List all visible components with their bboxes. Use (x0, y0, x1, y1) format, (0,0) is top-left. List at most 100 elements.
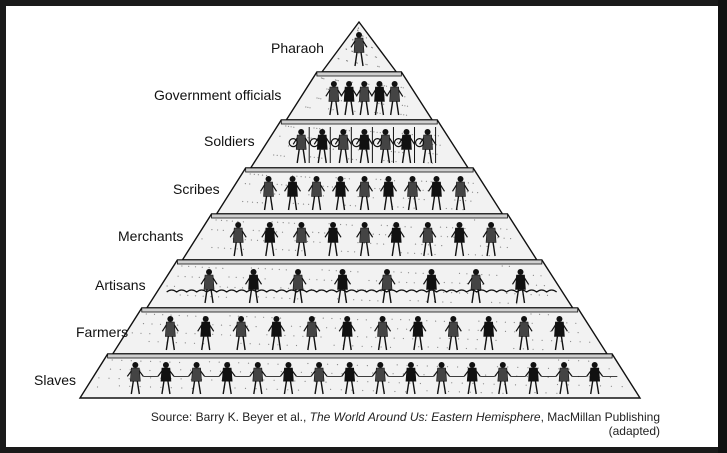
stone-texture (532, 339, 534, 341)
stone-texture (400, 271, 402, 273)
stone-texture (530, 313, 532, 315)
scribe-figure-icon (356, 176, 374, 211)
stone-texture (465, 200, 467, 202)
official-figure-icon (340, 81, 358, 116)
stone-texture (310, 156, 312, 158)
stone-texture (309, 176, 311, 178)
stone-texture (310, 137, 312, 139)
slave-figure-icon (586, 362, 618, 395)
slave-figure-icon (555, 362, 587, 395)
stone-texture (547, 376, 549, 378)
stone-texture (280, 371, 282, 373)
stone-texture (377, 65, 379, 67)
stone-texture (351, 389, 353, 391)
stone-texture (234, 387, 236, 389)
stone-texture (190, 369, 192, 371)
stone-texture (370, 327, 372, 329)
stone-texture (537, 367, 539, 369)
stone-texture (493, 383, 495, 385)
stone-texture (209, 370, 212, 372)
stone-texture (159, 361, 161, 363)
stone-texture (253, 173, 255, 175)
stone-texture (211, 246, 213, 249)
stone-texture (407, 252, 409, 254)
slave-figure-icon (463, 362, 495, 395)
stone-texture (331, 372, 333, 374)
stone-texture (157, 341, 159, 343)
stone-texture (118, 385, 120, 387)
stone-texture (411, 134, 413, 136)
stone-texture (371, 346, 373, 348)
stone-texture (446, 226, 448, 228)
stone-texture (307, 362, 309, 365)
label-slaves: Slaves (34, 372, 77, 388)
stone-texture (451, 282, 453, 284)
official-figure-icon (355, 81, 373, 116)
stone-texture (238, 362, 240, 364)
stone-texture (608, 368, 610, 370)
stone-texture (219, 286, 221, 288)
stone-texture (413, 207, 415, 209)
stone-texture (287, 287, 290, 289)
stone-texture (525, 384, 527, 386)
farmer-figure-icon (197, 316, 215, 351)
stone-texture (412, 338, 414, 340)
stone-texture (531, 322, 533, 324)
tier-shelf (316, 71, 402, 77)
slave-figure-icon (494, 362, 526, 395)
farmer-figure-icon (232, 316, 250, 351)
stone-texture (229, 334, 232, 336)
stone-texture (247, 201, 249, 203)
stone-texture (514, 331, 516, 333)
stone-texture (212, 333, 214, 335)
farmer-figure-icon (267, 316, 285, 351)
slave-figure-icon (188, 362, 220, 395)
stone-texture (506, 228, 508, 230)
label-government-officials: Government officials (154, 87, 282, 103)
stone-texture (193, 342, 196, 344)
stone-texture (468, 329, 470, 331)
stone-texture (558, 368, 560, 370)
stone-texture (458, 272, 461, 274)
stone-texture (321, 269, 323, 271)
stone-texture (318, 232, 320, 234)
soldier-figure-icon (330, 127, 352, 164)
stone-texture (149, 333, 151, 335)
stone-texture (290, 126, 292, 128)
stone-texture (215, 219, 217, 221)
stone-texture (250, 239, 252, 241)
stone-texture (400, 113, 402, 115)
stone-texture (503, 237, 505, 239)
stone-texture (417, 300, 419, 302)
stone-texture (409, 382, 411, 384)
stone-texture (226, 286, 229, 288)
stone-texture (278, 268, 280, 271)
stone-texture (297, 203, 299, 205)
stone-texture (371, 46, 373, 49)
stone-texture (501, 265, 503, 267)
stone-texture (439, 226, 442, 228)
stone-texture (319, 128, 321, 130)
stone-texture (173, 285, 176, 287)
stone-texture (378, 102, 380, 105)
stone-texture (380, 179, 382, 181)
stone-texture (451, 208, 453, 210)
stone-texture (285, 184, 287, 186)
stone-texture (547, 367, 550, 369)
stone-texture (279, 135, 281, 137)
stone-texture (475, 348, 477, 350)
stone-texture (621, 386, 623, 388)
stone-texture (394, 151, 396, 153)
stone-texture (323, 78, 325, 80)
slave-figure-icon (249, 362, 281, 395)
stone-texture (469, 391, 471, 393)
stone-texture (242, 277, 244, 279)
stone-texture (201, 266, 203, 268)
stone-texture (188, 265, 190, 267)
stone-texture (339, 318, 341, 320)
stone-texture (247, 362, 250, 364)
stone-texture (383, 159, 385, 162)
stone-texture (332, 109, 334, 111)
stone-texture (279, 317, 282, 319)
stone-texture (398, 382, 400, 384)
